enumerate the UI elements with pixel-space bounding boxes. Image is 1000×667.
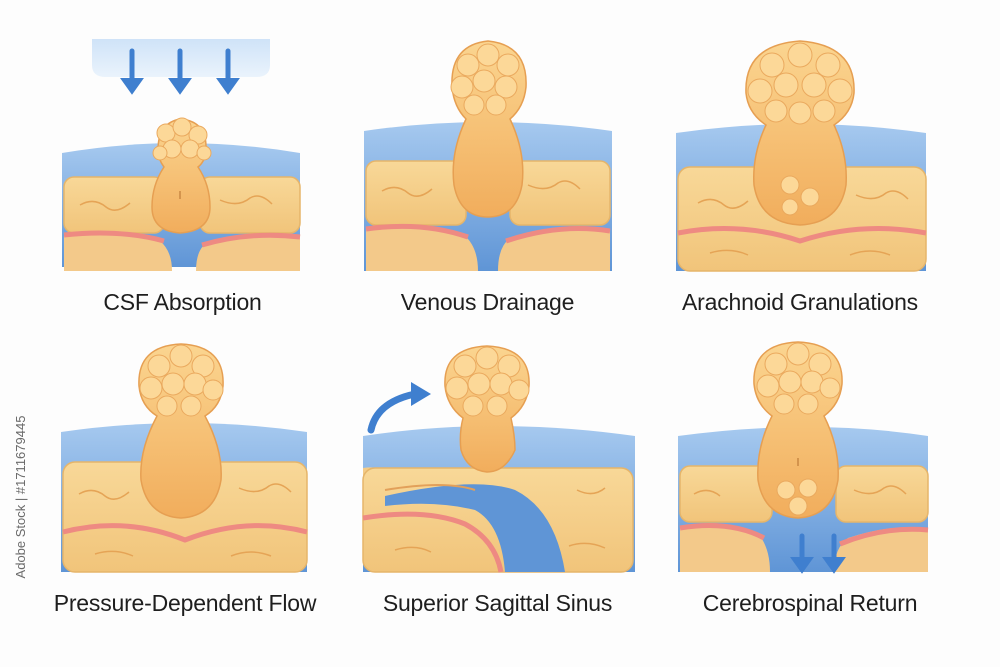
caption-arachnoid-granulations: Arachnoid Granulations — [682, 289, 918, 315]
panel-superior-sagittal-sinus: Superior Sagittal Sinus — [355, 340, 640, 616]
caption-pressure-dependent-flow: Pressure-Dependent Flow — [53, 590, 317, 616]
granulation-illustration — [61, 343, 308, 573]
panel-csf-absorption: CSF Absorption — [60, 35, 305, 315]
panel-venous-drainage: Venous Drainage — [360, 35, 615, 315]
panel-arachnoid-granulations: Arachnoid Granulations — [650, 35, 950, 315]
caption-cerebrospinal-return: Cerebrospinal Return — [702, 590, 918, 616]
caption-csf-absorption: CSF Absorption — [103, 289, 262, 315]
caption-superior-sagittal-sinus: Superior Sagittal Sinus — [382, 590, 613, 616]
granulation-illustration — [362, 345, 635, 573]
granulation-illustration — [678, 341, 929, 574]
caption-venous-drainage: Venous Drainage — [400, 289, 575, 315]
panel-pressure-dependent-flow: Pressure-Dependent Flow — [54, 340, 316, 660]
stock-id-watermark: Adobe Stock | #1711679445 — [13, 415, 28, 579]
down-arrow-icon — [120, 48, 240, 95]
curved-arrow-icon — [367, 382, 431, 434]
granulation-illustration — [62, 39, 301, 271]
granulation-illustration — [676, 40, 927, 272]
panel-cerebrospinal-return: Cerebrospinal Return — [670, 340, 950, 616]
granulation-illustration — [364, 40, 612, 271]
down-arrow-icon — [790, 533, 846, 574]
